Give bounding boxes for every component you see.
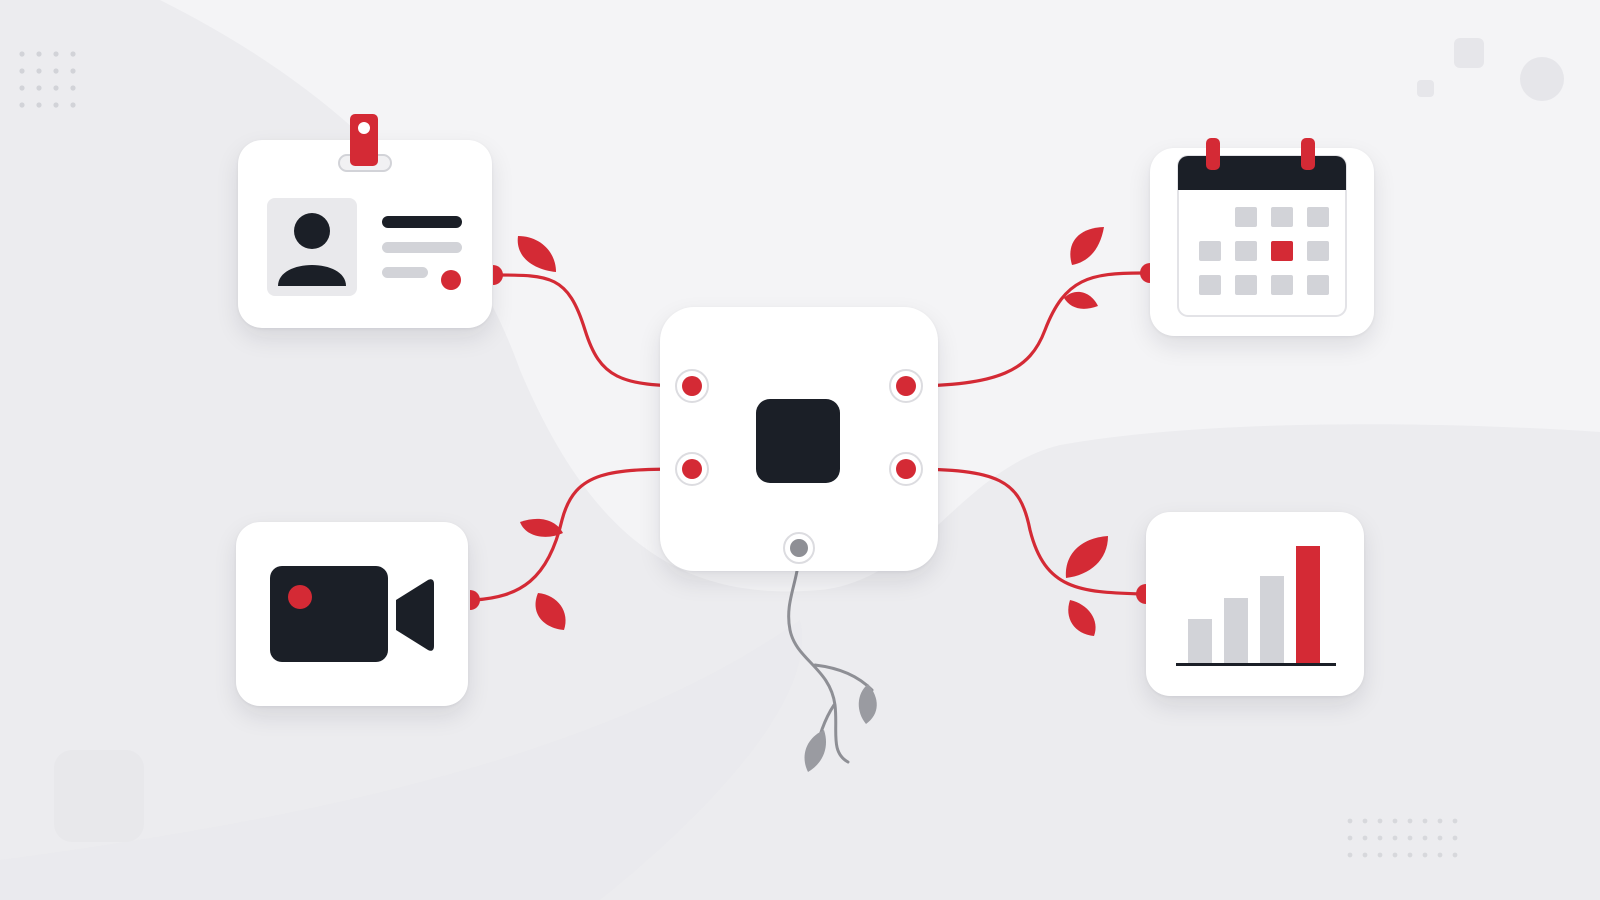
bar-2 [1224,598,1248,663]
decor-square-small [1417,80,1434,97]
calendar-icon [1177,138,1347,317]
dot-grid-top-left [19,51,76,108]
bar-chart-card[interactable] [1146,512,1364,696]
id-badge-card[interactable] [238,114,492,328]
highlighted-day [1271,241,1293,261]
bar-1 [1188,619,1212,663]
video-card[interactable] [236,522,468,706]
background-wave-lower [0,620,803,900]
bar-chart-icon [1176,546,1336,666]
bar-3 [1260,576,1284,663]
video-camera-icon [270,566,434,662]
id-badge-icon [267,114,462,296]
dot-grid-bottom-right [1347,818,1458,858]
bar-4 [1296,546,1320,663]
hub-icon [756,399,840,483]
baseline [1176,663,1336,666]
clip-icon [350,114,378,166]
calendar-card[interactable] [1150,138,1374,336]
decor-rounded-square [54,750,144,842]
decor-circle [1520,57,1564,101]
rounded-square-icon [756,399,840,483]
decor-square-large [1454,38,1484,68]
hub-card[interactable] [660,307,938,571]
